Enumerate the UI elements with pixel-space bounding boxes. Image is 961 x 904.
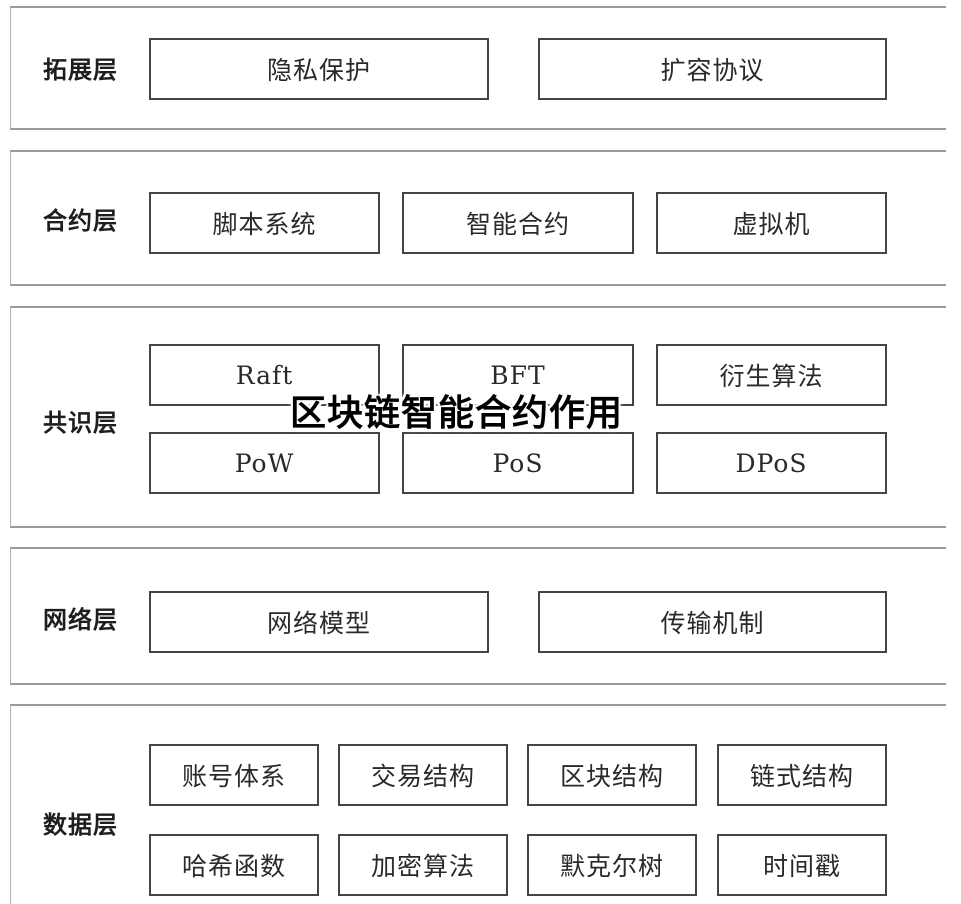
box-raft: Raft bbox=[149, 344, 380, 406]
box-account-system: 账号体系 bbox=[149, 744, 319, 806]
box-transaction-structure: 交易结构 bbox=[338, 744, 508, 806]
layer-data: 数据层 账号体系 交易结构 区块结构 链式结构 哈希函数 加密算法 默克尔树 时… bbox=[10, 704, 946, 904]
overlay-title: 区块链智能合约作用 bbox=[290, 393, 624, 434]
box-network-model: 网络模型 bbox=[149, 591, 489, 653]
layer-network: 网络层 网络模型 传输机制 bbox=[10, 547, 946, 685]
box-dpos: DPoS bbox=[656, 432, 887, 494]
box-script-system: 脚本系统 bbox=[149, 192, 380, 254]
layer-label-consensus: 共识层 bbox=[43, 409, 118, 437]
box-chain-structure: 链式结构 bbox=[717, 744, 887, 806]
layer-extension: 拓展层 隐私保护 扩容协议 bbox=[10, 6, 946, 130]
box-block-structure: 区块结构 bbox=[527, 744, 697, 806]
box-pow: PoW bbox=[149, 432, 380, 494]
box-pos: PoS bbox=[402, 432, 634, 494]
box-derived-algorithms: 衍生算法 bbox=[656, 344, 887, 406]
layer-label-network: 网络层 bbox=[43, 606, 118, 634]
box-virtual-machine: 虚拟机 bbox=[656, 192, 887, 254]
box-hash-function: 哈希函数 bbox=[149, 834, 319, 896]
layer-consensus: 共识层 Raft BFT 衍生算法 PoW PoS DPoS bbox=[10, 306, 946, 528]
box-scaling-protocol: 扩容协议 bbox=[538, 38, 887, 100]
layer-contract: 合约层 脚本系统 智能合约 虚拟机 bbox=[10, 150, 946, 286]
box-timestamp: 时间戳 bbox=[717, 834, 887, 896]
box-transport-mechanism: 传输机制 bbox=[538, 591, 887, 653]
box-merkle-tree: 默克尔树 bbox=[527, 834, 697, 896]
layer-label-data: 数据层 bbox=[43, 811, 118, 839]
box-bft: BFT bbox=[402, 344, 634, 406]
box-privacy-protection: 隐私保护 bbox=[149, 38, 489, 100]
box-smart-contract: 智能合约 bbox=[402, 192, 634, 254]
layer-label-contract: 合约层 bbox=[43, 207, 118, 235]
layer-label-extension: 拓展层 bbox=[43, 56, 118, 84]
box-encryption-algorithm: 加密算法 bbox=[338, 834, 508, 896]
